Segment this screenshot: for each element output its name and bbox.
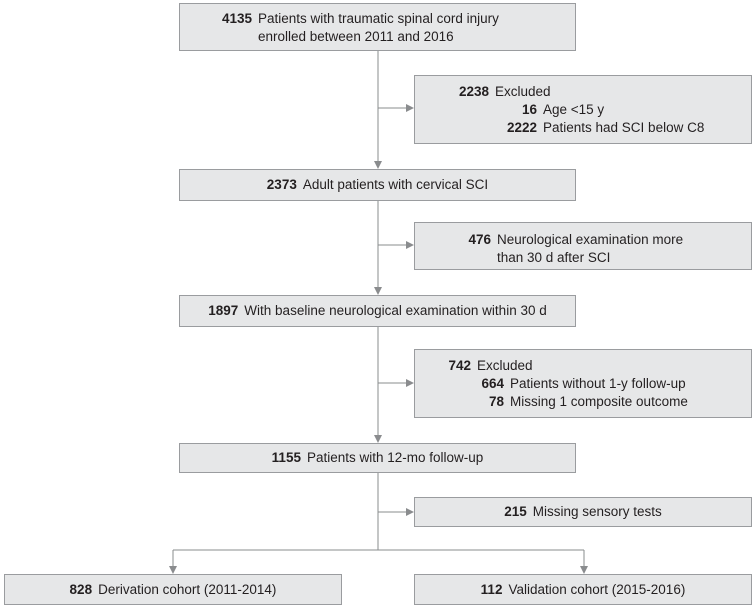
excluded-2-count: 476 <box>468 232 491 247</box>
excluded-3-item-count: 664 <box>481 375 504 391</box>
box-baseline: 1897 With baseline neurological examinat… <box>179 295 576 327</box>
followup-row: 1155 Patients with 12-mo follow-up <box>272 449 484 467</box>
enrolled-count: 4135 <box>221 11 252 26</box>
baseline-label: With baseline neurological examination w… <box>244 303 547 318</box>
excluded-1-label: Excluded <box>495 83 551 99</box>
excluded-1-item: 2222 Patients had SCI below C8 <box>447 119 751 137</box>
excluded-4-count: 215 <box>504 504 527 519</box>
box-excluded-3: 742 Excluded 664 Patients without 1-y fo… <box>414 349 752 418</box>
excluded-3-item-count: 78 <box>488 393 504 409</box>
excluded-3-item: 78 Missing 1 composite outcome <box>437 393 751 411</box>
derivation-row: 828 Derivation cohort (2011-2014) <box>70 581 277 599</box>
followup-label: Patients with 12-mo follow-up <box>306 450 484 465</box>
cervical-row: 2373 Adult patients with cervical SCI <box>267 176 488 194</box>
excluded-2-row-2: than 30 d after SCI <box>447 249 751 267</box>
excluded-1-item-count: 16 <box>521 101 537 117</box>
enrolled-label-line1: Patients with traumatic spinal cord inju… <box>258 11 499 26</box>
validation-count: 112 <box>480 581 503 597</box>
box-excluded-1: 2238 Excluded 16 Age <15 y 2222 Patients… <box>414 75 752 144</box>
cervical-label: Adult patients with cervical SCI <box>302 177 489 192</box>
validation-label: Validation cohort (2015-2016) <box>508 581 686 597</box>
excluded-3-header: 742 Excluded <box>437 357 751 375</box>
excluded-1-header: 2238 Excluded <box>447 83 751 101</box>
excluded-3-item-label: Patients without 1-y follow-up <box>510 375 686 391</box>
excluded-1-item: 16 Age <15 y <box>447 101 751 119</box>
excluded-2-row: 476 Neurological examination more <box>447 231 751 249</box>
excluded-4-row: 215 Missing sensory tests <box>504 503 662 521</box>
followup-count: 1155 <box>271 450 301 465</box>
baseline-row: 1897 With baseline neurological examinat… <box>208 302 546 320</box>
validation-row: 112 Validation cohort (2015-2016) <box>481 581 686 599</box>
excluded-2-label-line1: Neurological examination more <box>497 232 684 247</box>
baseline-count: 1897 <box>208 303 239 318</box>
excluded-2-label-line2: than 30 d after SCI <box>497 250 611 265</box>
enrolled-row: 4135 Patients with traumatic spinal cord… <box>208 10 575 28</box>
excluded-3-item: 664 Patients without 1-y follow-up <box>437 375 751 393</box>
excluded-1-item-count: 2222 <box>506 119 537 135</box>
excluded-1-item-label: Age <15 y <box>543 101 605 117</box>
box-followup: 1155 Patients with 12-mo follow-up <box>179 443 576 473</box>
derivation-count: 828 <box>69 581 93 597</box>
box-cervical: 2373 Adult patients with cervical SCI <box>179 169 576 201</box>
derivation-label: Derivation cohort (2011-2014) <box>98 581 277 597</box>
excluded-1-count: 2238 <box>458 83 489 99</box>
enrolled-row-2: enrolled between 2011 and 2016 <box>208 28 575 46</box>
excluded-3-item-label: Missing 1 composite outcome <box>510 393 688 409</box>
box-excluded-4: 215 Missing sensory tests <box>414 497 752 527</box>
excluded-1-item-label: Patients had SCI below C8 <box>543 119 705 135</box>
box-validation-cohort: 112 Validation cohort (2015-2016) <box>414 574 752 605</box>
box-enrolled: 4135 Patients with traumatic spinal cord… <box>179 3 576 51</box>
box-derivation-cohort: 828 Derivation cohort (2011-2014) <box>4 574 342 605</box>
excluded-3-count: 742 <box>448 357 471 373</box>
cervical-count: 2373 <box>266 177 297 192</box>
enrolled-label-line2: enrolled between 2011 and 2016 <box>258 29 454 44</box>
excluded-3-label: Excluded <box>477 357 533 373</box>
excluded-4-label: Missing sensory tests <box>532 504 662 519</box>
box-excluded-2: 476 Neurological examination more than 3… <box>414 222 752 270</box>
